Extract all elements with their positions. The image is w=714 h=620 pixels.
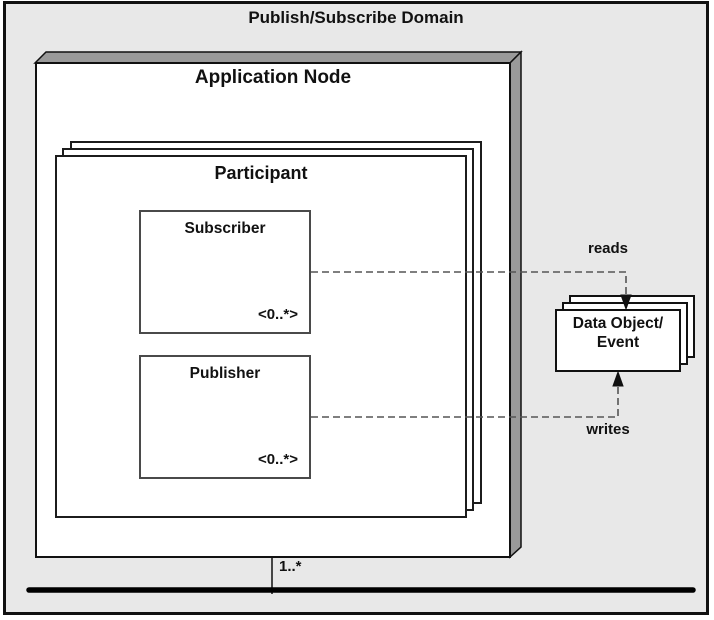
subscriber-title: Subscriber xyxy=(184,220,266,237)
bus-multiplicity-label: 1..* xyxy=(279,558,302,575)
application-node-title: Application Node xyxy=(194,67,352,88)
publisher-title: Publisher xyxy=(189,365,261,382)
writes-label: writes xyxy=(586,421,630,438)
participant-title: Participant xyxy=(214,163,308,183)
reads-dashed-connector xyxy=(311,271,627,296)
data-object-label-line1: Data Object/ xyxy=(572,315,664,332)
domain-title: Publish/Subscribe Domain xyxy=(248,8,464,27)
subscriber-box: Subscriber <0..*> xyxy=(139,210,311,334)
subscriber-multiplicity: <0..*> xyxy=(257,306,298,323)
writes-dashed-connector xyxy=(311,385,619,418)
reads-label: reads xyxy=(587,240,629,257)
data-object-label: Data Object/ Event xyxy=(555,314,681,352)
writes-arrowhead-icon xyxy=(612,370,624,387)
data-object-label-line2: Event xyxy=(596,334,640,351)
publisher-multiplicity: <0..*> xyxy=(257,451,298,468)
reads-arrowhead-icon xyxy=(620,294,632,311)
publisher-box: Publisher <0..*> xyxy=(139,355,311,479)
